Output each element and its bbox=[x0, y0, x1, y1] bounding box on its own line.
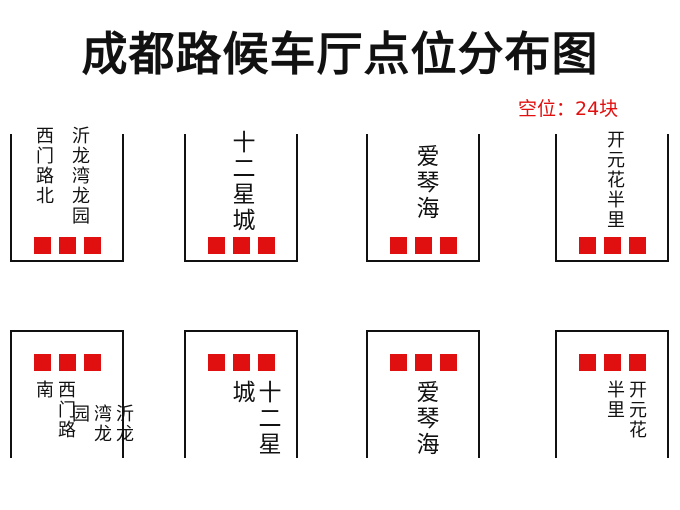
board-square bbox=[628, 354, 646, 371]
board-square bbox=[58, 354, 76, 371]
board-square bbox=[603, 354, 621, 371]
board-group bbox=[368, 354, 478, 371]
board-square bbox=[83, 237, 101, 254]
slot-label: 爱琴海 bbox=[412, 144, 438, 222]
board-square bbox=[83, 354, 101, 371]
slot-label: 开元花半里 bbox=[604, 380, 647, 440]
slot-bottom-1: 西门路南 沂龙湾龙园 bbox=[10, 330, 134, 458]
board-group bbox=[557, 237, 667, 254]
board-group bbox=[12, 237, 122, 254]
board-group bbox=[368, 237, 478, 254]
board-square bbox=[257, 237, 275, 254]
board-square bbox=[33, 354, 51, 371]
board-square bbox=[439, 354, 457, 371]
vacancy-count: 空位：24块 bbox=[518, 98, 619, 120]
board-square bbox=[389, 354, 407, 371]
page-title: 成都路候车厅点位分布图 bbox=[81, 27, 599, 81]
slot-top-2: 十二星城 bbox=[184, 130, 298, 262]
slot-label: 十二星城 bbox=[228, 130, 254, 234]
slot-bottom-2: 十二星城 bbox=[184, 330, 298, 458]
board-group bbox=[557, 354, 667, 371]
board-square bbox=[414, 354, 432, 371]
board-square bbox=[58, 237, 76, 254]
board-square bbox=[389, 237, 407, 254]
slot-label: 开元花半里 bbox=[604, 130, 625, 230]
slot-label-area: 沂龙湾龙园 bbox=[69, 126, 90, 226]
board-square bbox=[578, 237, 596, 254]
board-group bbox=[12, 354, 122, 371]
slot-bottom-3: 爱琴海 bbox=[366, 330, 480, 458]
board-square bbox=[628, 237, 646, 254]
slot-top-3: 爱琴海 bbox=[366, 134, 480, 262]
slot-top-4: 开元花半里 bbox=[555, 130, 669, 262]
board-square bbox=[257, 354, 275, 371]
board-square bbox=[232, 354, 250, 371]
board-square bbox=[439, 237, 457, 254]
board-square bbox=[207, 354, 225, 371]
slot-label: 爱琴海 bbox=[412, 380, 438, 458]
slot-label: 十二星城 bbox=[228, 380, 280, 458]
slot-bottom-4: 开元花半里 bbox=[555, 330, 669, 458]
slot-label-road: 西门路北 bbox=[33, 126, 54, 206]
board-group bbox=[186, 354, 296, 371]
slot-top-1: 西门路北 沂龙湾龙园 bbox=[10, 126, 124, 262]
board-square bbox=[578, 354, 596, 371]
slot-label-road: 西门路南 bbox=[33, 380, 76, 440]
board-group bbox=[186, 237, 296, 254]
slot-label-area: 沂龙湾龙园 bbox=[69, 404, 134, 444]
board-square bbox=[603, 237, 621, 254]
board-square bbox=[33, 237, 51, 254]
board-square bbox=[232, 237, 250, 254]
board-square bbox=[207, 237, 225, 254]
board-square bbox=[414, 237, 432, 254]
